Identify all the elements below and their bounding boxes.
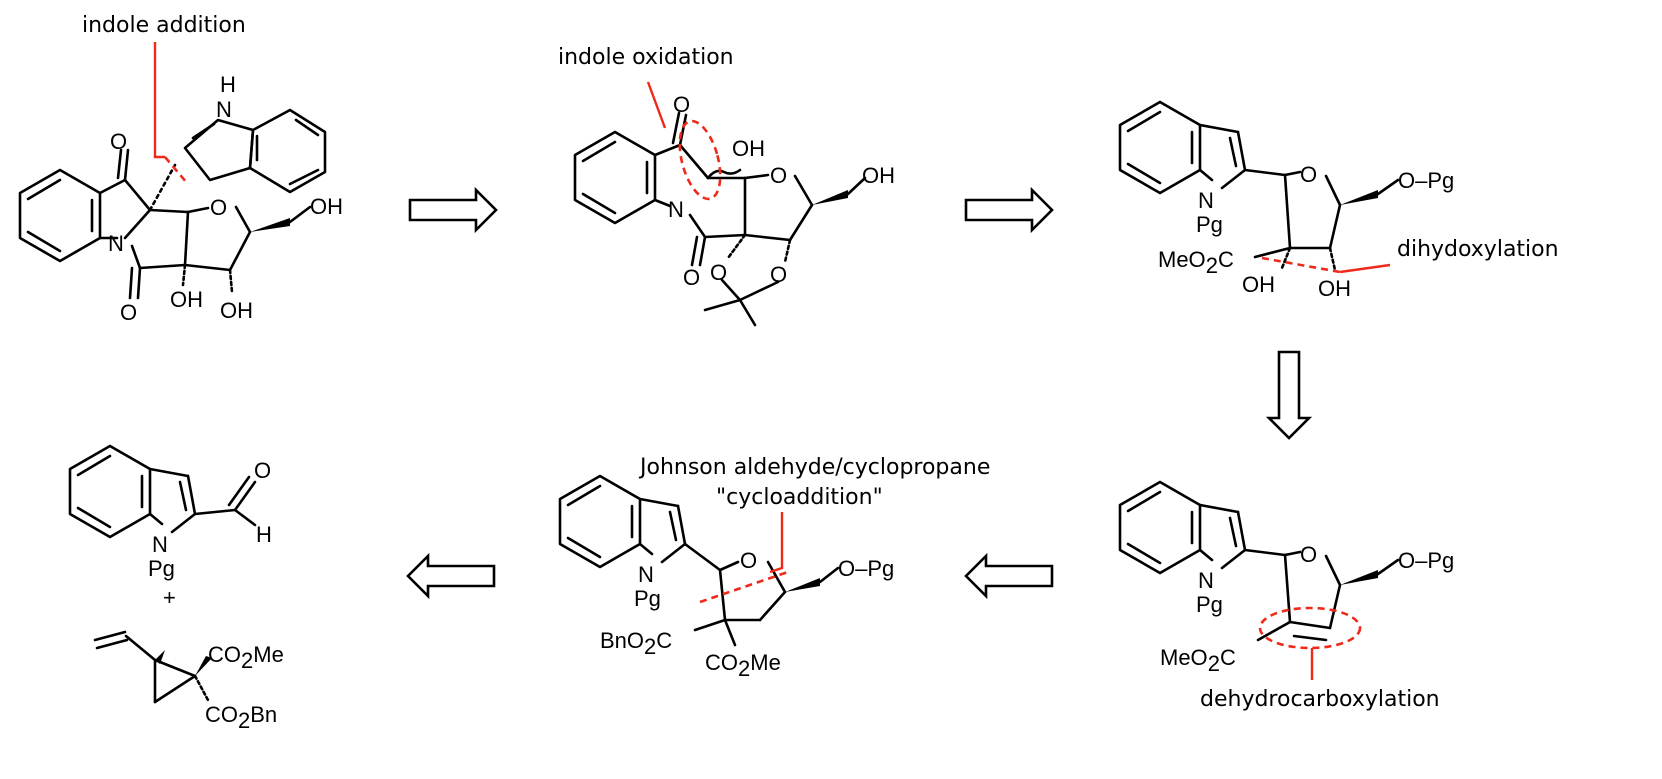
atom-O: O [770,262,787,287]
atom-OPg: O–Pg [838,556,894,581]
annotation-dehydrocarboxylation-ellipse [1258,606,1362,650]
atom-N: N [152,532,168,557]
annotation-indole-addition-cut [164,156,188,184]
atom-OH: OH [1318,276,1351,301]
retro-arrow-2 [964,186,1054,234]
annotation-dehydrocarboxylation: dehydrocarboxylation [1200,687,1440,712]
retro-arrow-4 [964,552,1054,600]
atom-OH: OH [862,163,895,188]
retro-arrow-1 [408,186,498,234]
atom-O: O [254,458,271,483]
atom-O: O [1300,542,1317,567]
annotation-dihydroxylation-cut [1261,256,1341,274]
atom-OH: OH [732,136,765,161]
atom-N: N [1198,568,1214,593]
structure-oxindole-intermediate [573,111,867,327]
atom-O: O [710,260,727,285]
structure-vinylcyclopropane [93,630,212,704]
atom-Pg: Pg [634,586,661,611]
annotation-johnson-line1: Johnson aldehyde/cyclopropane [638,455,990,480]
atom-CO2Me: CO2Me [705,650,781,681]
annotation-johnson-line [769,512,784,574]
atom-N: N [108,231,124,256]
atom-OH: OH [220,298,253,323]
atom-O: O [110,129,127,154]
structure-tetrahydrofuran [558,474,840,647]
retro-arrow-5 [406,552,496,600]
annotation-indole-oxidation-ellipse [678,119,722,201]
annotation-indole-oxidation: indole oxidation [558,45,734,70]
atom-OH: OH [170,287,203,312]
structure-indole-aldehyde [68,444,257,539]
atom-OH: OH [1242,272,1275,297]
atom-BnO2C: BnO2C [600,628,672,659]
annotation-dihydroxylation: dihydoxylation [1397,237,1559,262]
atom-Pg: Pg [1196,212,1223,237]
structure-target [18,108,327,300]
atom-Pg: Pg [148,556,175,581]
annotation-dihydroxylation-line [1339,263,1391,274]
structure-dihydrofuran [1118,480,1400,642]
annotation-indole-addition: indole addition [82,13,246,38]
atom-OPg: O–Pg [1398,548,1454,573]
atom-O: O [740,548,757,573]
annotation-johnson-line2: "cycloaddition" [716,485,883,510]
atom-N: N [216,97,232,122]
atom-O: O [683,265,700,290]
atom-N: N [1198,188,1214,213]
atom-CO2Bn: CO2Bn [205,702,277,733]
structure-diol-furan [1118,100,1400,272]
annotation-johnson-cut [699,570,789,604]
atom-O: O [770,163,787,188]
atom-N: N [668,197,684,222]
atom-MeO2C: MeO2C [1160,645,1236,676]
atom-O: O [120,300,137,325]
atom-H: H [220,72,236,97]
annotation-indole-oxidation-line [646,81,667,129]
plus-sign: + [163,585,176,610]
annotation-indole-addition-line [153,42,165,159]
atom-MeO2C: MeO2C [1158,247,1234,278]
atom-O: O [673,92,690,117]
atom-OH: OH [310,194,343,219]
atom-OPg: O–Pg [1398,168,1454,193]
atom-CO2Me: CO2Me [208,642,284,673]
atom-H: H [256,522,272,547]
atom-O: O [210,195,227,220]
atom-O: O [1300,162,1317,187]
retro-arrow-3 [1265,350,1313,440]
atom-Pg: Pg [1196,592,1223,617]
atom-N: N [638,562,654,587]
